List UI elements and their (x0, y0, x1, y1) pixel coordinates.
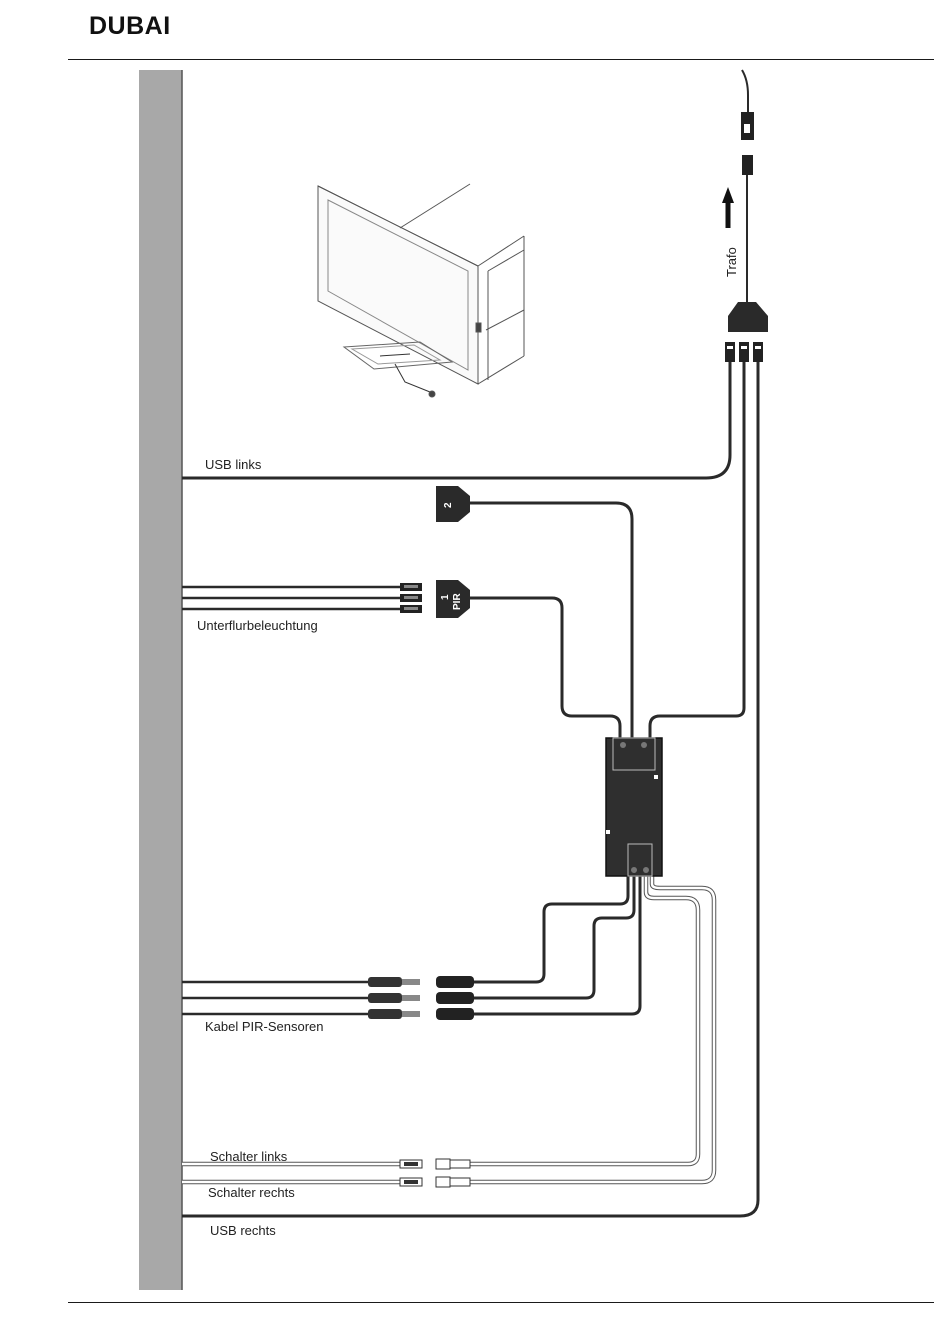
port-pir-label: PIR (452, 593, 463, 610)
cable-bundle (182, 362, 758, 1216)
label-pir-cable: Kabel PIR-Sensoren (205, 1019, 324, 1034)
label-usb-left: USB links (205, 457, 262, 472)
label-switch-right: Schalter rechts (208, 1185, 295, 1200)
wall-panel (139, 70, 182, 1290)
label-usb-right: USB rechts (210, 1223, 276, 1238)
arrow-up-icon (722, 187, 734, 228)
pir-jack-plugs (368, 977, 420, 1019)
transformer-plug (741, 70, 754, 302)
label-switch-left: Schalter links (210, 1149, 288, 1164)
pir-jack-sockets (436, 976, 474, 1020)
label-transformer: Trafo (724, 247, 739, 277)
underfloor-plugs (400, 583, 422, 613)
port-2-label: 2 (443, 502, 454, 508)
cabinet-illustration (318, 184, 524, 397)
transformer-hub (728, 302, 768, 332)
label-underfloor: Unterflurbeleuchtung (197, 618, 318, 633)
control-box (606, 738, 662, 876)
port-1-label: 1 (440, 594, 451, 600)
usb-plugs (725, 342, 763, 362)
switch-plugs (400, 1159, 470, 1187)
